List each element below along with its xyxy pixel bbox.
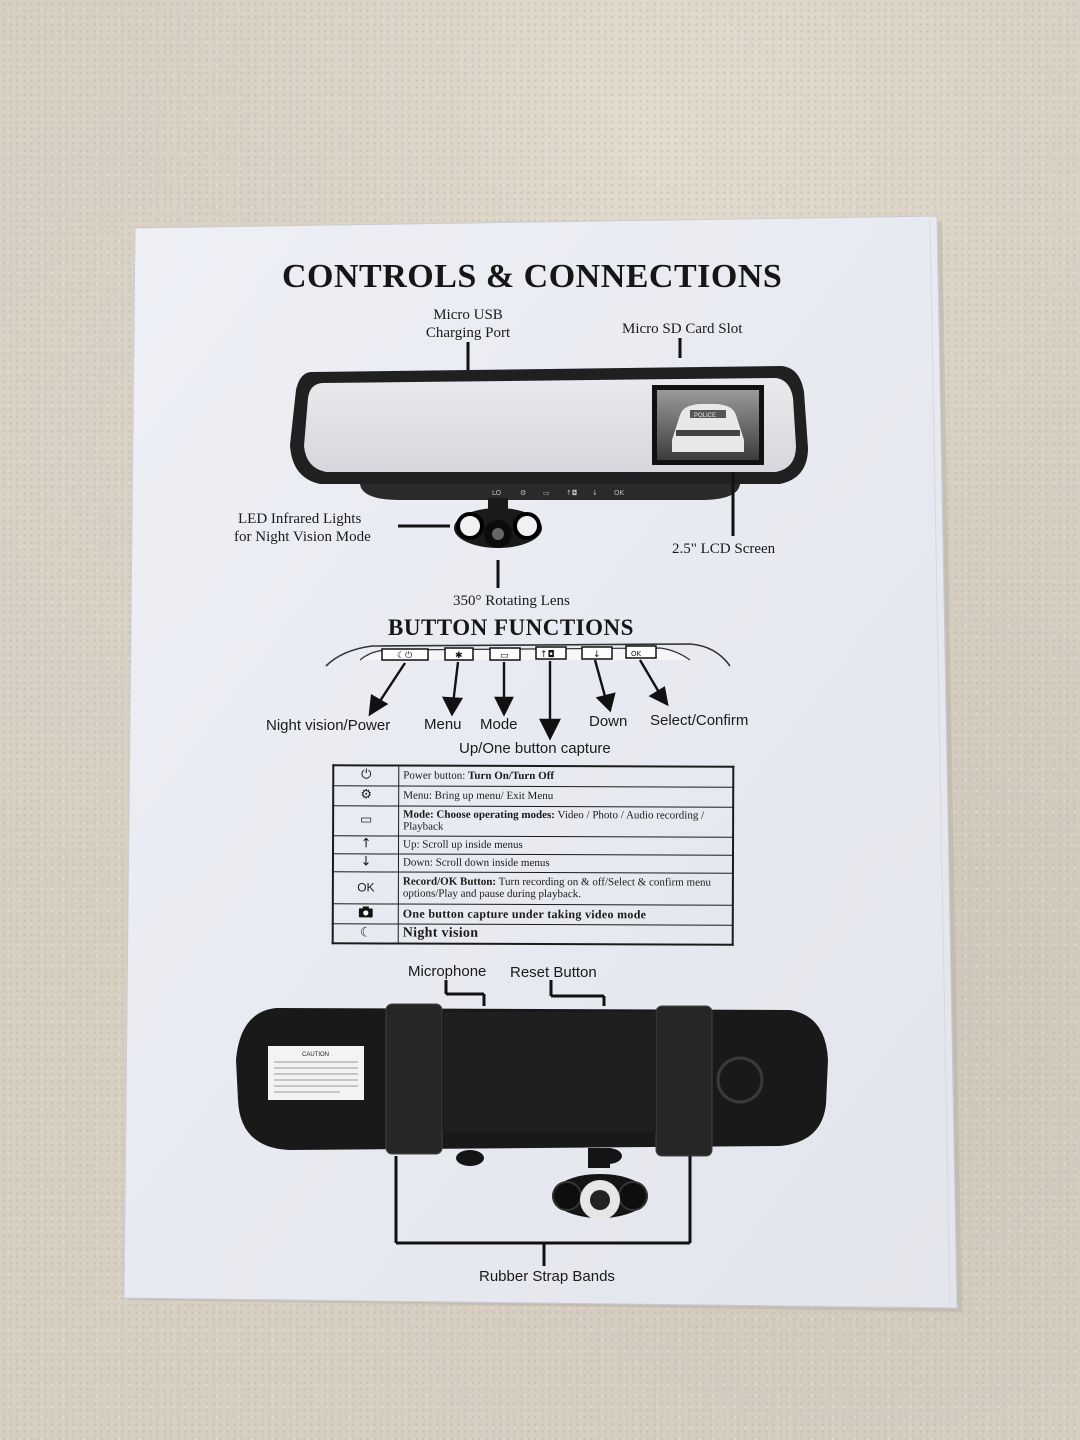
up-capture-label: Up/One button capture — [459, 740, 611, 757]
micro-usb-label: Micro USB Charging Port — [425, 307, 511, 341]
svg-text:✱: ✱ — [455, 651, 463, 661]
lcd-police-text: POLICE — [694, 413, 716, 419]
mode-label: Mode — [480, 716, 518, 733]
svg-text:OK: OK — [631, 650, 642, 658]
caution-sticker — [268, 1046, 364, 1100]
svg-text:⚙: ⚙ — [520, 489, 526, 497]
microphone-label: Microphone — [408, 963, 487, 980]
svg-text:↑◘: ↑◘ — [566, 489, 578, 497]
table-row: ↑ Up: Scroll up inside menus — [333, 835, 734, 855]
camera-icon — [332, 903, 399, 924]
power-icon: ⏻ — [333, 765, 399, 786]
table-row: ⏻ Power button: Turn On/Turn Off — [333, 765, 734, 787]
caution-label: CAUTION — [302, 1052, 329, 1058]
moon-icon: ☾ — [332, 923, 399, 944]
svg-text:LO: LO — [492, 489, 502, 497]
svg-text:↓: ↓ — [593, 650, 601, 660]
svg-text:▭: ▭ — [500, 651, 509, 661]
led-lights-label: LED Infrared Lights for Night Vision Mod… — [234, 511, 371, 545]
table-row: ▭ Mode: Choose operating modes: Video / … — [333, 805, 734, 837]
rotating-lens-pod — [454, 498, 542, 548]
rubber-strap-label: Rubber Strap Bands — [479, 1268, 615, 1285]
svg-text:↑◘: ↑◘ — [540, 650, 555, 660]
mode-icon: ▭ — [333, 805, 399, 836]
up-arrow-icon: ↑ — [333, 835, 399, 854]
table-row: One button capture under taking video mo… — [332, 903, 733, 925]
table-row: ↓ Down: Scroll down inside menus — [332, 853, 734, 873]
gear-icon: ⚙ — [333, 785, 399, 806]
down-label: Down — [589, 713, 628, 730]
rubber-strap-left — [385, 1003, 443, 1155]
table-row: ⚙ Menu: Bring up menu/ Exit Menu — [333, 785, 734, 807]
lcd-screen-label: 2.5" LCD Screen — [672, 541, 776, 557]
rubber-strap-right — [655, 1005, 713, 1157]
svg-text:☾⏻: ☾⏻ — [397, 650, 412, 661]
down-arrow-icon: ↓ — [332, 853, 399, 872]
back-lens-pod — [552, 1148, 648, 1220]
page-title: CONTROLS & CONNECTIONS — [282, 258, 783, 295]
night-power-label: Night vision/Power — [266, 717, 391, 734]
table-row: ☾ Night vision — [332, 923, 733, 945]
table-row: OK Record/OK Button: Turn recording on &… — [332, 871, 733, 905]
button-function-table: ⏻ Power button: Turn On/Turn Off ⚙ Menu:… — [331, 764, 735, 946]
menu-label: Menu — [424, 716, 462, 733]
select-confirm-label: Select/Confirm — [650, 712, 749, 729]
svg-text:▭: ▭ — [543, 489, 550, 497]
rotating-lens-label: 350° Rotating Lens — [453, 593, 570, 609]
svg-text:↓: ↓ — [592, 489, 598, 497]
svg-text:OK: OK — [614, 489, 625, 497]
ok-icon: OK — [332, 871, 399, 904]
button-functions-title: BUTTON FUNCTIONS — [388, 615, 634, 640]
button-strip — [325, 643, 731, 667]
micro-sd-label: Micro SD Card Slot — [622, 321, 743, 337]
reset-button-label: Reset Button — [510, 964, 597, 981]
